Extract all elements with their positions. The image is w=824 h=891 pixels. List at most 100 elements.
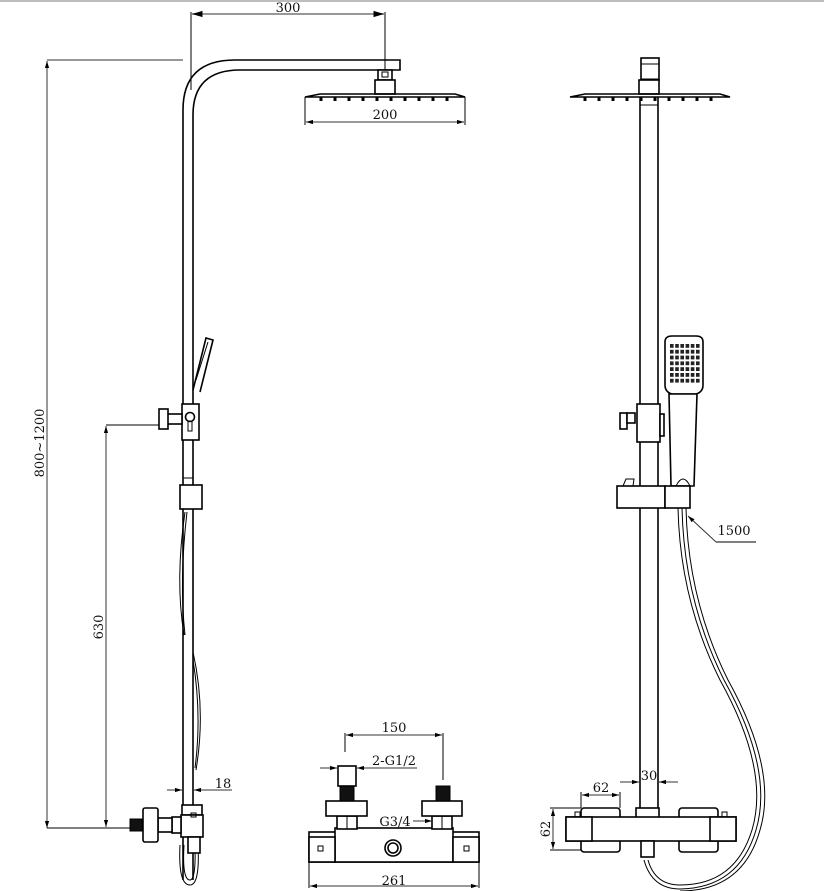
hand-shower-nozzle xyxy=(675,355,679,360)
page-top-border xyxy=(0,0,824,2)
front-handle-left xyxy=(565,816,593,842)
hand-shower-nozzle xyxy=(696,349,700,354)
hand-shower-nozzle xyxy=(696,361,700,366)
hand-shower-nozzle xyxy=(670,361,674,366)
hose-side-upper xyxy=(179,511,188,636)
hand-shower-nozzle xyxy=(680,378,684,383)
dim-arm-length: 300 xyxy=(276,1,301,16)
nozzle xyxy=(375,97,379,101)
front-holder-tab xyxy=(622,478,635,487)
front-hose-outer xyxy=(647,507,758,886)
left-inlet-flange xyxy=(325,800,368,817)
hand-shower-nozzle xyxy=(670,355,674,360)
dim-inlet-thread: 2-G1/2 xyxy=(372,754,416,769)
hand-shower-nozzle xyxy=(670,378,674,383)
valve-flange xyxy=(142,807,159,843)
side-view: 300 200 800~1200 630 18 xyxy=(33,1,466,886)
nozzle xyxy=(445,97,449,101)
hose-side-lower xyxy=(192,651,201,771)
hand-shower-nozzle xyxy=(685,373,690,377)
hand-shower-nozzle xyxy=(690,373,695,377)
hand-shower-nozzle-grid xyxy=(670,344,700,383)
left-inlet-thread xyxy=(339,785,355,802)
nozzle xyxy=(319,97,323,101)
shower-head-front xyxy=(569,93,731,98)
valve-left-cap xyxy=(308,836,336,863)
nozzle xyxy=(681,97,685,101)
front-diverter-right xyxy=(659,413,665,437)
slider-knob xyxy=(184,411,196,423)
shower-head-plate xyxy=(304,93,466,98)
left-inlet-pipe xyxy=(337,765,357,787)
right-inlet-thread xyxy=(435,785,451,802)
nozzle xyxy=(361,97,365,101)
hand-shower-handle xyxy=(668,393,698,487)
dim-pipe-front: 30 xyxy=(641,769,658,784)
hand-shower-nozzle xyxy=(696,373,700,377)
diverter-knob xyxy=(158,408,169,430)
front-slider xyxy=(636,403,661,443)
front-holder xyxy=(616,485,666,509)
hand-shower-nozzle xyxy=(685,344,690,348)
hand-shower-nozzle xyxy=(690,349,695,354)
nozzle xyxy=(389,97,393,101)
hand-shower-nozzle xyxy=(675,344,679,348)
shower-nozzles-front xyxy=(583,97,713,101)
hose-side-loop xyxy=(179,844,199,886)
shower-nozzles xyxy=(319,97,449,101)
dim-handle-width: 62 xyxy=(593,781,610,796)
front-holder-cradle xyxy=(664,485,691,509)
hand-shower-nozzle xyxy=(680,367,684,371)
valve-top-view: 150 2-G1/2 G3/4 261 xyxy=(308,721,480,889)
top-connector xyxy=(640,57,660,81)
nozzle xyxy=(403,97,407,101)
hand-shower-nozzle xyxy=(696,378,700,383)
hand-shower-nozzle xyxy=(670,349,674,354)
front-hose-inner xyxy=(679,507,766,891)
hand-shower-nozzle xyxy=(670,367,674,371)
nozzle xyxy=(639,97,643,101)
nozzle xyxy=(667,97,671,101)
hand-shower-nozzle xyxy=(685,378,690,383)
front-diverter-stem xyxy=(626,412,636,424)
valve-pin xyxy=(190,812,197,818)
hand-shower-nozzle xyxy=(675,349,679,354)
hand-shower-face xyxy=(195,341,209,381)
valve-nut xyxy=(157,817,173,833)
hand-shower-nozzle xyxy=(696,355,700,360)
hand-shower-nozzle xyxy=(690,344,695,348)
pipe-holder xyxy=(179,484,203,510)
nozzle xyxy=(431,97,435,101)
hand-shower-nozzle xyxy=(675,373,679,377)
hand-shower-nozzle xyxy=(670,373,674,377)
nozzle xyxy=(417,97,421,101)
dim-head-width: 200 xyxy=(373,108,398,123)
hand-shower-nozzle xyxy=(690,355,695,360)
hand-shower-nozzle xyxy=(685,355,690,360)
hand-shower-nozzle xyxy=(685,349,690,354)
hand-shower-nozzle xyxy=(680,349,684,354)
dim-outlet-thread: G3/4 xyxy=(379,815,410,830)
valve-union xyxy=(171,816,182,834)
dim-1500-leader xyxy=(687,515,717,543)
front-indicator-right xyxy=(721,811,728,818)
dim-inlet-spacing: 150 xyxy=(382,721,407,736)
valve-outlet xyxy=(387,842,399,854)
nozzle xyxy=(333,97,337,101)
nozzle xyxy=(583,97,587,101)
hand-shower-nozzle xyxy=(680,355,684,360)
nozzle xyxy=(709,97,713,101)
nozzle xyxy=(347,97,351,101)
valve-hose-outlet xyxy=(187,836,201,854)
front-valve-outlet xyxy=(640,840,655,858)
hand-shower-nozzle xyxy=(696,367,700,371)
front-hose-mid xyxy=(643,507,762,890)
hand-shower-nozzle xyxy=(675,361,679,366)
nozzle xyxy=(653,97,657,101)
diverter-stem xyxy=(166,413,183,425)
hand-shower-nozzle xyxy=(690,378,695,383)
hand-shower-nozzle xyxy=(680,344,684,348)
hand-shower-nozzle xyxy=(685,361,690,366)
hand-shower-nozzle xyxy=(685,367,690,371)
right-inlet-flange xyxy=(421,800,463,817)
